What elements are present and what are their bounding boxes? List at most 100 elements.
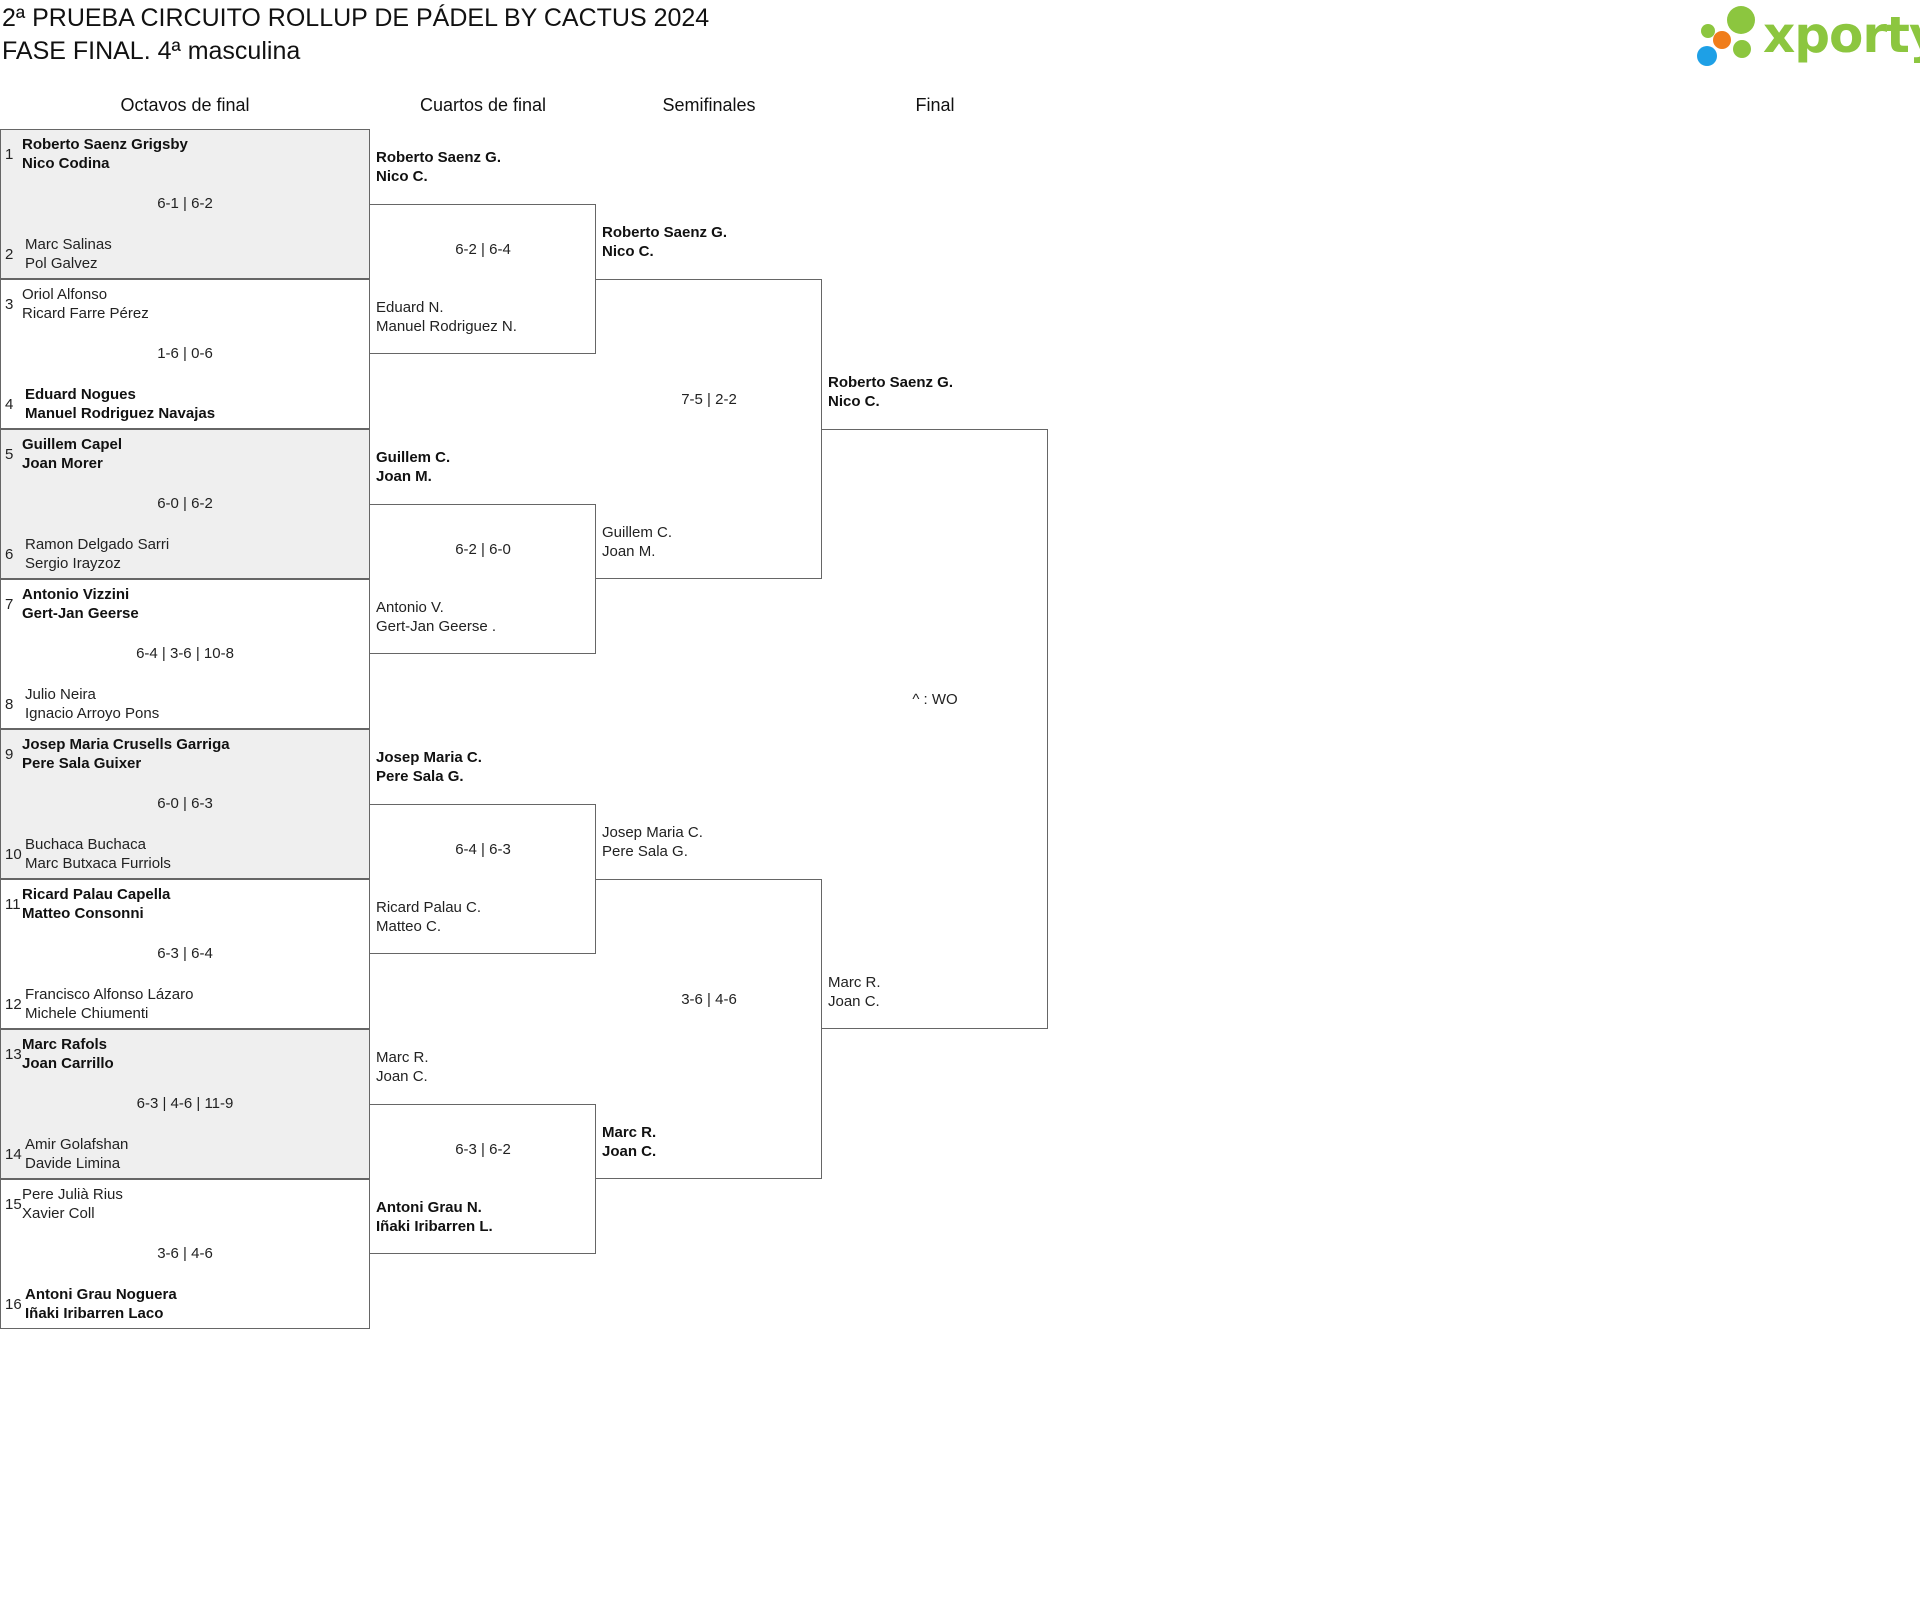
seed-number: 11 xyxy=(5,896,21,913)
quarterfinals-team-top-player-2[interactable]: Joan M. xyxy=(376,468,432,485)
round-header-semis: Semifinales xyxy=(662,95,756,115)
quarterfinals-match-score: 6-2 | 6-0 xyxy=(455,541,511,558)
team-bottom-player-2[interactable]: Sergio Irayzoz xyxy=(25,555,121,572)
octavos-match-box xyxy=(0,1029,370,1179)
final-team-bottom-player-1[interactable]: Marc R. xyxy=(828,974,881,991)
final-team-top-player-1[interactable]: Roberto Saenz G. xyxy=(828,374,954,391)
team-top-player-2[interactable]: Matteo Consonni xyxy=(22,905,144,922)
octavos-match-box xyxy=(0,429,370,579)
semifinals-team-top-player-1[interactable]: Roberto Saenz G. xyxy=(602,224,728,241)
match-score: 6-0 | 6-3 xyxy=(157,795,213,812)
quarterfinals-match-score: 6-3 | 6-2 xyxy=(455,1141,511,1158)
logo-dot-green2-icon xyxy=(1733,40,1751,58)
quarterfinals-team-bottom-player-2[interactable]: Manuel Rodriguez N. xyxy=(376,318,517,335)
quarterfinals-team-bottom-player-1[interactable]: Ricard Palau C. xyxy=(376,899,482,916)
semifinals-team-bottom-player-1[interactable]: Marc R. xyxy=(602,1124,657,1141)
round-header-octavos: Octavos de final xyxy=(120,95,250,115)
team-top-player-1[interactable]: Roberto Saenz Grigsby xyxy=(22,136,188,153)
round-header-cuartos: Cuartos de final xyxy=(419,95,547,115)
team-top-player-1[interactable]: Antonio Vizzini xyxy=(22,586,130,603)
semifinals-team-top-player-1[interactable]: Josep Maria C. xyxy=(602,824,703,841)
semifinals-team-bottom-player-2[interactable]: Joan C. xyxy=(602,1143,657,1160)
quarterfinals-team-bottom-player-1[interactable]: Antonio V. xyxy=(376,599,444,616)
quarterfinals-team-bottom-player-1[interactable]: Antoni Grau N. xyxy=(376,1199,482,1216)
quarterfinals-connector xyxy=(370,504,596,654)
team-bottom-player-1[interactable]: Julio Neira xyxy=(25,686,96,703)
logo-dot-orange-icon xyxy=(1713,31,1731,49)
semifinals-team-top-player-2[interactable]: Nico C. xyxy=(602,243,654,260)
quarterfinals-connector xyxy=(370,204,596,354)
team-top-player-1[interactable]: Josep Maria Crusells Garriga xyxy=(22,736,230,753)
quarterfinals-team-bottom-player-1[interactable]: Eduard N. xyxy=(376,299,444,316)
octavos-match-box xyxy=(0,579,370,729)
team-top-player-2[interactable]: Gert-Jan Geerse xyxy=(22,605,139,622)
quarterfinals-connector xyxy=(370,1104,596,1254)
quarterfinals-team-top-player-1[interactable]: Roberto Saenz G. xyxy=(376,149,502,166)
team-top-player-2[interactable]: Pere Sala Guixer xyxy=(22,755,142,772)
quarterfinals-team-bottom-player-2[interactable]: Gert-Jan Geerse . xyxy=(376,618,497,635)
team-top-player-1[interactable]: Oriol Alfonso xyxy=(22,286,108,303)
xporty-logo[interactable]: xporty xyxy=(1695,4,1920,74)
team-bottom-player-1[interactable]: Marc Salinas xyxy=(25,236,112,253)
team-bottom-player-2[interactable]: Michele Chiumenti xyxy=(25,1005,149,1022)
quarterfinals-match-score: 6-4 | 6-3 xyxy=(455,841,511,858)
semifinals-connector xyxy=(596,279,822,579)
octavos-match-box xyxy=(0,129,370,279)
seed-number: 9 xyxy=(5,746,14,763)
quarterfinals-connector xyxy=(370,804,596,954)
match-score: 3-6 | 4-6 xyxy=(157,1245,213,1262)
quarterfinals-team-bottom-player-2[interactable]: Matteo C. xyxy=(376,918,442,935)
semifinals-team-bottom-player-2[interactable]: Joan M. xyxy=(602,543,656,560)
logo-dot-blue-icon xyxy=(1697,46,1717,66)
octavos-match-box xyxy=(0,279,370,429)
logo-wordmark: xporty xyxy=(1763,6,1920,64)
team-bottom-player-1[interactable]: Ramon Delgado Sarri xyxy=(25,536,170,553)
final-team-top-player-2[interactable]: Nico C. xyxy=(828,393,880,410)
quarterfinals-team-top-player-1[interactable]: Josep Maria C. xyxy=(376,749,482,766)
seed-number: 13 xyxy=(5,1046,22,1063)
quarterfinals-team-top-player-1[interactable]: Marc R. xyxy=(376,1049,429,1066)
seed-number: 4 xyxy=(5,396,14,413)
team-top-player-2[interactable]: Joan Morer xyxy=(22,455,103,472)
team-bottom-player-1[interactable]: Amir Golafshan xyxy=(25,1136,129,1153)
quarterfinals-team-top-player-2[interactable]: Nico C. xyxy=(376,168,428,185)
quarterfinals-match-score: 6-2 | 6-4 xyxy=(455,241,511,258)
team-bottom-player-2[interactable]: Davide Limina xyxy=(25,1155,121,1172)
final-team-bottom-player-2[interactable]: Joan C. xyxy=(828,993,880,1010)
team-bottom-player-2[interactable]: Ignacio Arroyo Pons xyxy=(25,705,160,722)
team-top-player-1[interactable]: Guillem Capel xyxy=(22,436,123,453)
team-bottom-player-2[interactable]: Manuel Rodriguez Navajas xyxy=(25,405,216,422)
final-connector xyxy=(822,429,1048,1029)
team-bottom-player-2[interactable]: Iñaki Iribarren Laco xyxy=(25,1305,164,1322)
match-score: 1-6 | 0-6 xyxy=(157,345,213,362)
team-bottom-player-1[interactable]: Eduard Nogues xyxy=(25,386,136,403)
team-top-player-2[interactable]: Xavier Coll xyxy=(22,1205,95,1222)
team-bottom-player-2[interactable]: Pol Galvez xyxy=(25,255,98,272)
seed-number: 3 xyxy=(5,296,14,313)
team-top-player-2[interactable]: Joan Carrillo xyxy=(22,1055,114,1072)
team-top-player-2[interactable]: Nico Codina xyxy=(22,155,110,172)
seed-number: 8 xyxy=(5,696,14,713)
octavos-match-box xyxy=(0,879,370,1029)
quarterfinals-team-bottom-player-2[interactable]: Iñaki Iribarren L. xyxy=(376,1218,493,1235)
seed-number: 7 xyxy=(5,596,14,613)
team-top-player-2[interactable]: Ricard Farre Pérez xyxy=(22,305,149,322)
semifinals-team-bottom-player-1[interactable]: Guillem C. xyxy=(602,524,673,541)
team-bottom-player-1[interactable]: Antoni Grau Noguera xyxy=(25,1286,177,1303)
semifinals-connector xyxy=(596,879,822,1179)
semifinals-team-top-player-2[interactable]: Pere Sala G. xyxy=(602,843,688,860)
seed-number: 10 xyxy=(5,846,22,863)
team-bottom-player-2[interactable]: Marc Butxaca Furriols xyxy=(25,855,171,872)
match-score: 6-1 | 6-2 xyxy=(157,195,213,212)
team-top-player-1[interactable]: Ricard Palau Capella xyxy=(22,886,171,903)
semifinals-match-score: 3-6 | 4-6 xyxy=(681,991,737,1008)
quarterfinals-team-top-player-2[interactable]: Pere Sala G. xyxy=(376,768,464,785)
team-top-player-1[interactable]: Pere Julià Rius xyxy=(22,1186,123,1203)
quarterfinals-team-top-player-1[interactable]: Guillem C. xyxy=(376,449,451,466)
team-top-player-1[interactable]: Marc Rafols xyxy=(22,1036,108,1053)
seed-number: 1 xyxy=(5,146,14,163)
logo-dot-green-icon xyxy=(1727,6,1755,34)
team-bottom-player-1[interactable]: Francisco Alfonso Lázaro xyxy=(25,986,194,1003)
quarterfinals-team-top-player-2[interactable]: Joan C. xyxy=(376,1068,428,1085)
team-bottom-player-1[interactable]: Buchaca Buchaca xyxy=(25,836,146,853)
